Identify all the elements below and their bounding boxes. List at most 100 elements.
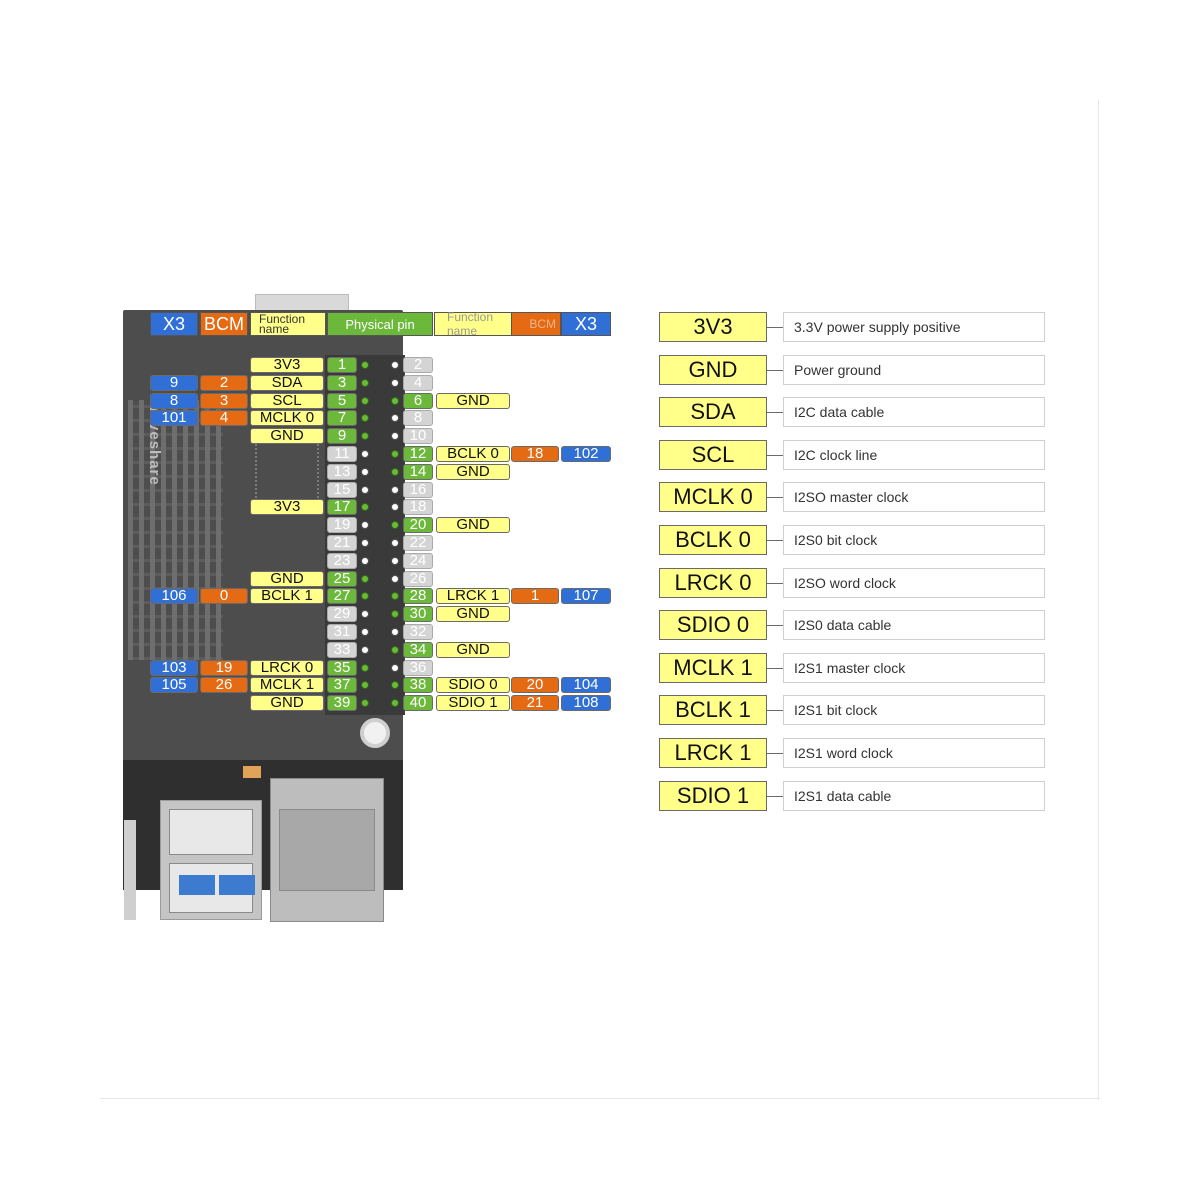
legend-connector-line (767, 753, 783, 754)
pin-odd-dot (361, 610, 369, 618)
pin-even: 8 (403, 410, 433, 426)
pin-even-dot (391, 397, 399, 405)
pin-odd-dot (361, 379, 369, 387)
pin-even: 14 (403, 464, 433, 480)
pin-even: 2 (403, 357, 433, 373)
pin-even-dot (391, 468, 399, 476)
mounting-hole (360, 718, 390, 748)
bcm-right-cell: 20 (511, 677, 559, 693)
pin-even-dot (391, 539, 399, 547)
pin-even-dot (391, 646, 399, 654)
x3-left-cell: 103 (150, 660, 198, 676)
x3-right-cell: 104 (561, 677, 611, 693)
legend-function-name: SDIO 0 (659, 610, 767, 640)
legend-description: I2S1 bit clock (783, 695, 1045, 725)
legend-connector-line (767, 497, 783, 498)
function-left-cell: BCLK 1 (250, 588, 324, 604)
function-right-cell: LRCK 1 (436, 588, 510, 604)
function-right-cell: GND (436, 464, 510, 480)
pin-odd: 17 (327, 499, 357, 515)
legend-description: I2S1 master clock (783, 653, 1045, 683)
pin-odd: 31 (327, 624, 357, 640)
bcm-left-cell: 3 (200, 393, 248, 409)
pin-odd: 5 (327, 393, 357, 409)
pin-even-dot (391, 432, 399, 440)
x3-left-cell: 106 (150, 588, 198, 604)
pin-odd-dot (361, 664, 369, 672)
legend-connector-line (767, 455, 783, 456)
pin-even-dot (391, 414, 399, 422)
pin-odd: 19 (327, 517, 357, 533)
pin-even: 38 (403, 677, 433, 693)
x3-right-cell: 108 (561, 695, 611, 711)
legend-function-name: 3V3 (659, 312, 767, 342)
pin-odd-dot (361, 539, 369, 547)
pin-odd: 21 (327, 535, 357, 551)
pin-even: 30 (403, 606, 433, 622)
function-left-cell: GND (250, 428, 324, 444)
pin-even-dot (391, 664, 399, 672)
header-function-name-left: Function name (250, 312, 326, 336)
pin-odd-dot (361, 681, 369, 689)
bcm-left-cell: 26 (200, 677, 248, 693)
pin-odd-dot (361, 468, 369, 476)
pin-even-dot (391, 486, 399, 494)
pin-odd-dot (361, 628, 369, 636)
legend-description: I2C clock line (783, 440, 1045, 470)
pin-odd: 9 (327, 428, 357, 444)
x3-left-cell: 105 (150, 677, 198, 693)
header-bcm-right: BCM (511, 312, 561, 336)
x3-right-cell: 107 (561, 588, 611, 604)
legend-connector-line (767, 668, 783, 669)
pin-odd-dot (361, 575, 369, 583)
legend-function-name: BCLK 0 (659, 525, 767, 555)
legend-connector-line (767, 583, 783, 584)
board-led (243, 766, 261, 778)
pin-even: 32 (403, 624, 433, 640)
pin-even-dot (391, 699, 399, 707)
pin-odd-dot (361, 397, 369, 405)
function-right-cell: BCLK 0 (436, 446, 510, 462)
pin-odd-dot (361, 521, 369, 529)
pin-odd: 11 (327, 446, 357, 462)
legend-description: I2C data cable (783, 397, 1045, 427)
x3-right-cell: 102 (561, 446, 611, 462)
bcm-left-cell: 0 (200, 588, 248, 604)
pin-even: 12 (403, 446, 433, 462)
legend-function-name: GND (659, 355, 767, 385)
function-right-cell: SDIO 1 (436, 695, 510, 711)
pin-even-dot (391, 503, 399, 511)
header-x3-right: X3 (561, 312, 611, 336)
legend-connector-line (767, 412, 783, 413)
legend-connector-line (767, 370, 783, 371)
legend-description: 3.3V power supply positive (783, 312, 1045, 342)
pin-odd-dot (361, 646, 369, 654)
pin-even: 34 (403, 642, 433, 658)
ethernet-port (270, 778, 384, 922)
pin-odd: 15 (327, 482, 357, 498)
pin-even: 40 (403, 695, 433, 711)
pin-even: 20 (403, 517, 433, 533)
function-right-cell: GND (436, 393, 510, 409)
legend-function-name: LRCK 1 (659, 738, 767, 768)
legend-description: I2S0 data cable (783, 610, 1045, 640)
legend-connector-line (767, 796, 783, 797)
x3-left-cell: 8 (150, 393, 198, 409)
pin-even: 24 (403, 553, 433, 569)
pin-odd-dot (361, 592, 369, 600)
pin-odd: 33 (327, 642, 357, 658)
frame-border-right (1098, 100, 1099, 1100)
header-physical-pin: Physical pin (327, 312, 433, 336)
legend-function-name: BCLK 1 (659, 695, 767, 725)
function-left-cell: GND (250, 571, 324, 587)
bcm-left-cell: 4 (200, 410, 248, 426)
pin-odd-dot (361, 450, 369, 458)
pin-even-dot (391, 557, 399, 565)
legend-connector-line (767, 540, 783, 541)
legend-function-name: LRCK 0 (659, 568, 767, 598)
function-right-cell: GND (436, 517, 510, 533)
pin-even: 36 (403, 660, 433, 676)
pin-odd: 35 (327, 660, 357, 676)
legend-description: I2SO word clock (783, 568, 1045, 598)
board-component-pattern (128, 400, 223, 660)
